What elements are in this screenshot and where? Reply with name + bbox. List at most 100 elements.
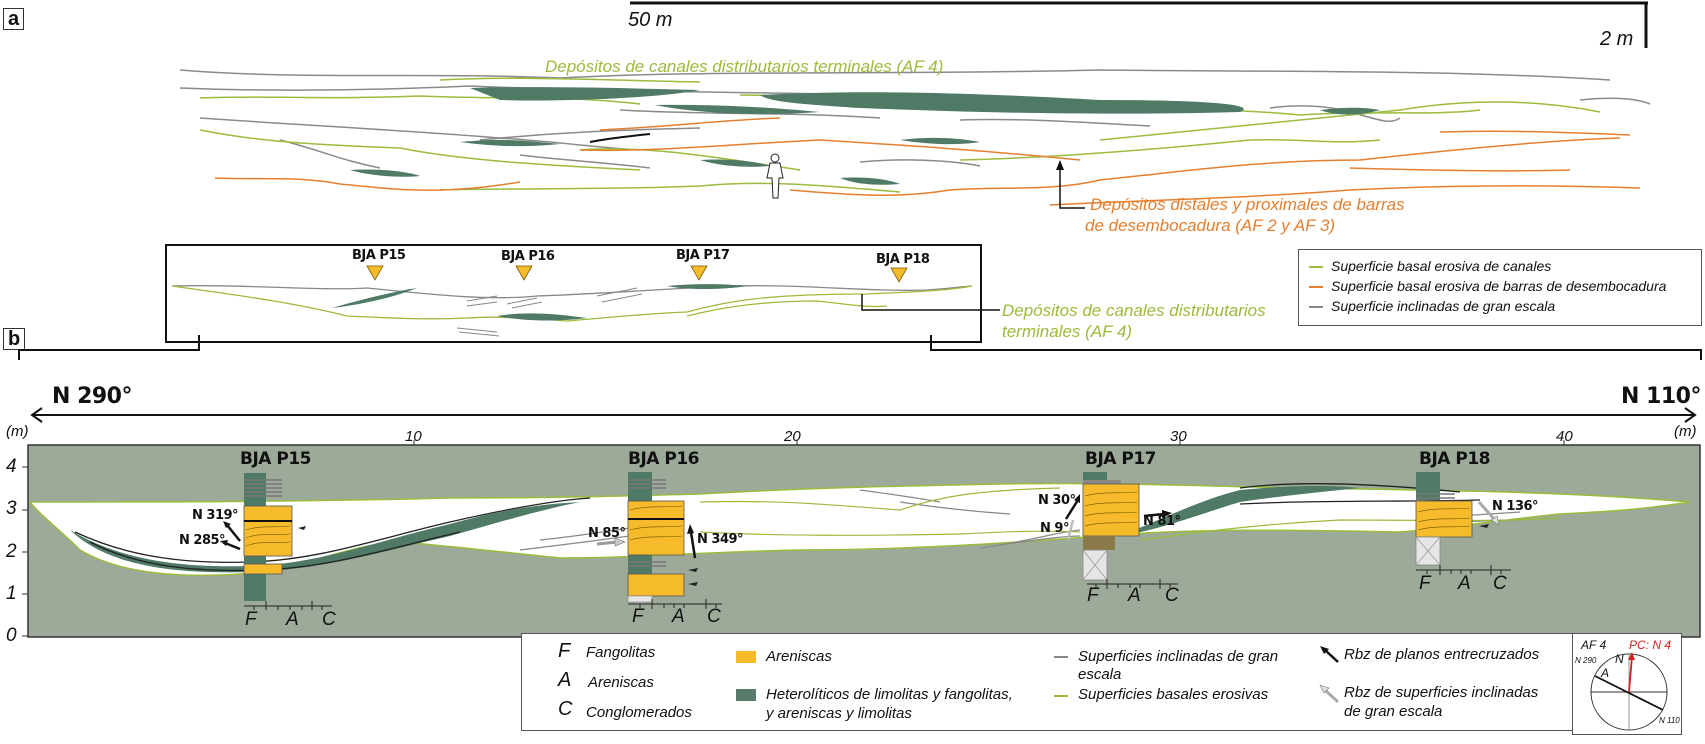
paleocurrent-arrows-p16 bbox=[596, 524, 697, 559]
heterolithic-lenses bbox=[350, 87, 1380, 185]
person-scale-figure bbox=[766, 153, 784, 199]
heterolithic-strip bbox=[1120, 486, 1360, 536]
direction-left-label: N 290° bbox=[52, 384, 133, 409]
legend-label: Superficie inclinadas de gran escala bbox=[1331, 298, 1556, 314]
bottom-legend: F Fangolitas A Areniscas C Conglomerados… bbox=[521, 633, 1573, 731]
panel-b-label: b bbox=[3, 328, 26, 350]
paleocurrent-n349: N 349° bbox=[697, 532, 744, 547]
x-tick-40: 40 bbox=[1556, 428, 1573, 445]
overview-section-bja-p17: BJA P17 bbox=[676, 248, 730, 263]
compass-north-label: N bbox=[1615, 652, 1624, 666]
legend-label-heteroliticos-1: Heterolíticos de limolitas y fangolitas, bbox=[766, 686, 1013, 703]
overview-sketch bbox=[171, 284, 973, 337]
legend-swatch-grey bbox=[1309, 306, 1323, 309]
legend-letter-a: A bbox=[558, 669, 572, 691]
grain-c-p18: C bbox=[1493, 573, 1507, 594]
overview-pointer bbox=[861, 294, 1000, 311]
paleocurrent-compass: AF 4 PC: N 4 N A N 290 N 110 bbox=[1572, 633, 1682, 735]
x-tick-10: 10 bbox=[405, 428, 422, 445]
paleocurrent-n85: N 85° bbox=[588, 526, 626, 541]
paleocurrent-arrows-p17 bbox=[1064, 494, 1172, 541]
cross-bed-arrow-icon bbox=[1320, 646, 1339, 663]
log-bja-p16 bbox=[627, 472, 722, 609]
inclined-surface-arrow-icon bbox=[1319, 684, 1340, 704]
overview-section-bja-p16: BJA P16 bbox=[501, 249, 555, 264]
grain-f-p17: F bbox=[1087, 585, 1099, 606]
grain-c-p15: C bbox=[322, 609, 336, 630]
direction-right-label: N 110° bbox=[1621, 384, 1702, 409]
y-tick-3: 3 bbox=[6, 498, 17, 519]
overview-inset bbox=[165, 244, 982, 343]
legend-label-heteroliticos-2: y areniscas y limolitas bbox=[766, 705, 912, 722]
swatch-basal bbox=[1054, 695, 1068, 697]
outcrop-panorama-sketch bbox=[179, 69, 1651, 209]
bar-surfaces bbox=[214, 117, 1641, 206]
compass-pc-label: PC: N 4 bbox=[1629, 638, 1672, 652]
annotation-bars-line1: Depósitos distales y proximales de barra… bbox=[1090, 195, 1405, 214]
paleocurrent-arrows-p15 bbox=[220, 521, 241, 551]
direction-arrow bbox=[30, 407, 1697, 423]
compass-a-label: A bbox=[1601, 666, 1610, 680]
paleocurrent-n30: N 30° bbox=[1038, 493, 1076, 508]
legend-label: Superficie basal erosiva de canales bbox=[1331, 258, 1552, 274]
legend-label-inclined-1: Superficies inclinadas de gran bbox=[1078, 648, 1279, 665]
grain-f-p15: F bbox=[245, 609, 257, 630]
heterolithic-strip bbox=[70, 502, 580, 573]
log-bja-p15 bbox=[243, 473, 332, 610]
compass-diagram bbox=[1590, 652, 1668, 731]
paleocurrent-n136: N 136° bbox=[1492, 499, 1539, 514]
section-name-bja-p18: BJA P18 bbox=[1419, 449, 1490, 469]
legend-item-channel-surface: Superficie basal erosiva de canales bbox=[1309, 258, 1551, 274]
marker-p15 bbox=[366, 265, 384, 281]
overview-section-bja-p15: BJA P15 bbox=[352, 248, 406, 263]
legend-label-inclined-2: escala bbox=[1078, 666, 1122, 683]
paleocurrent-n319: N 319° bbox=[192, 508, 239, 523]
grain-f-p16: F bbox=[632, 606, 644, 627]
swatch-inclined bbox=[1054, 656, 1068, 658]
compass-right-dir: N 110 bbox=[1659, 716, 1680, 725]
legend-label-areniscas: Areniscas bbox=[766, 648, 832, 665]
grain-c-p16: C bbox=[707, 606, 721, 627]
annotation-bars-line2: de desembocadura (AF 2 y AF 3) bbox=[1085, 216, 1336, 235]
annotation-channels-af4: Depósitos de canales distributarios term… bbox=[545, 57, 944, 76]
legend-item-bar-surface: Superficie basal erosiva de barras de de… bbox=[1309, 278, 1666, 294]
paleocurrent-n81: N 81° bbox=[1143, 514, 1181, 529]
legend-item-inclined-surface: Superficie inclinadas de gran escala bbox=[1309, 298, 1555, 314]
log-bja-p18 bbox=[1415, 472, 1511, 575]
legend-label-conglomerados: Conglomerados bbox=[586, 704, 692, 721]
legend-label: Superficie basal erosiva de barras de de… bbox=[1331, 278, 1667, 294]
section-name-bja-p15: BJA P15 bbox=[240, 449, 311, 469]
y-tick-2: 2 bbox=[6, 541, 17, 562]
legend-swatch-green bbox=[1309, 266, 1323, 269]
legend-label-rbz-superficies-1: Rbz de superficies inclinadas bbox=[1344, 684, 1539, 701]
overview-annotation-line1: Depósitos de canales distributarios bbox=[1002, 301, 1266, 320]
paleocurrent-n285: N 285° bbox=[179, 533, 226, 548]
grain-a-p18: A bbox=[1458, 573, 1471, 594]
grain-c-p17: C bbox=[1165, 585, 1179, 606]
legend-letter-c: C bbox=[558, 698, 573, 720]
legend-letter-f: F bbox=[558, 640, 571, 662]
legend-label-areniscas-grain: Areniscas bbox=[588, 674, 654, 691]
marker-p17 bbox=[690, 265, 708, 281]
marker-p18 bbox=[890, 267, 908, 283]
scale-bar bbox=[630, 1, 1648, 48]
panel-a-label: a bbox=[3, 8, 25, 30]
grain-f-p18: F bbox=[1419, 573, 1431, 594]
swatch-heteroliticos bbox=[736, 689, 756, 701]
grain-a-p16: A bbox=[672, 606, 685, 627]
legend-label-rbz-planos: Rbz de planos entrecruzados bbox=[1344, 646, 1540, 663]
swatch-areniscas bbox=[736, 651, 756, 663]
scale-horizontal-label: 50 m bbox=[628, 9, 673, 31]
compass-facies-label: AF 4 bbox=[1581, 638, 1607, 652]
section-name-bja-p16: BJA P16 bbox=[628, 449, 699, 469]
section-location-markers bbox=[366, 265, 908, 283]
legend-swatch-orange bbox=[1309, 286, 1323, 289]
compass-left-dir: N 290 bbox=[1575, 656, 1597, 665]
y-tick-4: 4 bbox=[6, 456, 17, 477]
legend-label-basal: Superficies basales erosivas bbox=[1078, 686, 1269, 703]
surfaces-legend: Superficie basal erosiva de canales Supe… bbox=[1298, 249, 1702, 326]
x-axis-unit: (m) bbox=[1674, 423, 1697, 440]
legend-label-rbz-superficies-2: de gran escala bbox=[1344, 703, 1443, 720]
paleocurrent-n9: N 9° bbox=[1040, 521, 1069, 536]
x-tick-30: 30 bbox=[1170, 428, 1187, 445]
